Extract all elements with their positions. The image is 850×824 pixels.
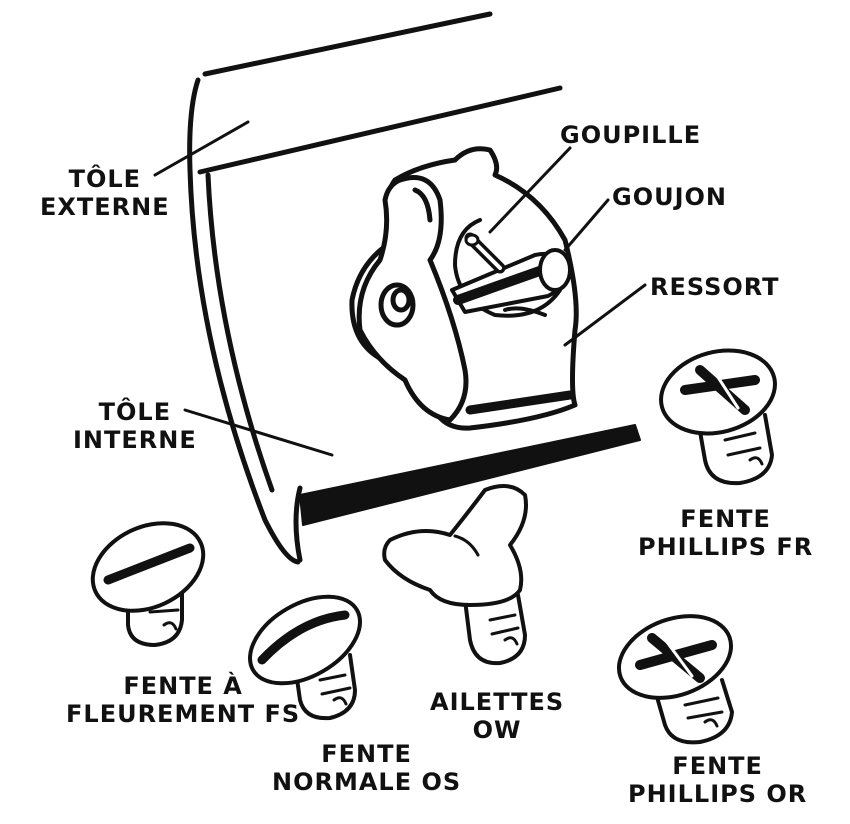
fastener-fs — [90, 521, 206, 647]
label-fente-a-fleurement-fs: FENTE À FLEUREMENT FS — [66, 672, 301, 728]
label-fente-phillips-or: FENTE PHILLIPS OR — [628, 752, 808, 808]
leader-lines — [153, 120, 647, 457]
leader-tole-interne — [183, 408, 334, 457]
inner-sheet — [293, 485, 303, 563]
leader-goupille — [488, 146, 572, 234]
label-ressort: RESSORT — [650, 273, 780, 301]
label-fente-phillips-fr: FENTE PHILLIPS FR — [638, 505, 814, 561]
leader-ressort — [563, 283, 647, 347]
label-tole-interne: TÔLE INTERNE — [73, 398, 197, 454]
outer-sheet — [187, 11, 563, 565]
fastener-fr — [659, 348, 777, 486]
leader-goujon — [563, 198, 610, 252]
label-tole-externe: TÔLE EXTERNE — [40, 165, 170, 221]
label-ailettes-ow: AILETTES OW — [430, 688, 565, 744]
label-goujon: GOUJON — [612, 183, 728, 211]
label-fente-normale-os: FENTE NORMALE OS — [272, 740, 462, 796]
fastener-ow — [382, 484, 528, 666]
receptacle-assembly — [349, 146, 579, 431]
leader-tole-externe — [153, 120, 250, 177]
inner-sheet-edge — [299, 424, 641, 526]
label-goupille: GOUPILLE — [560, 121, 702, 149]
fastener-os — [248, 594, 362, 721]
fastener-or — [616, 614, 734, 745]
